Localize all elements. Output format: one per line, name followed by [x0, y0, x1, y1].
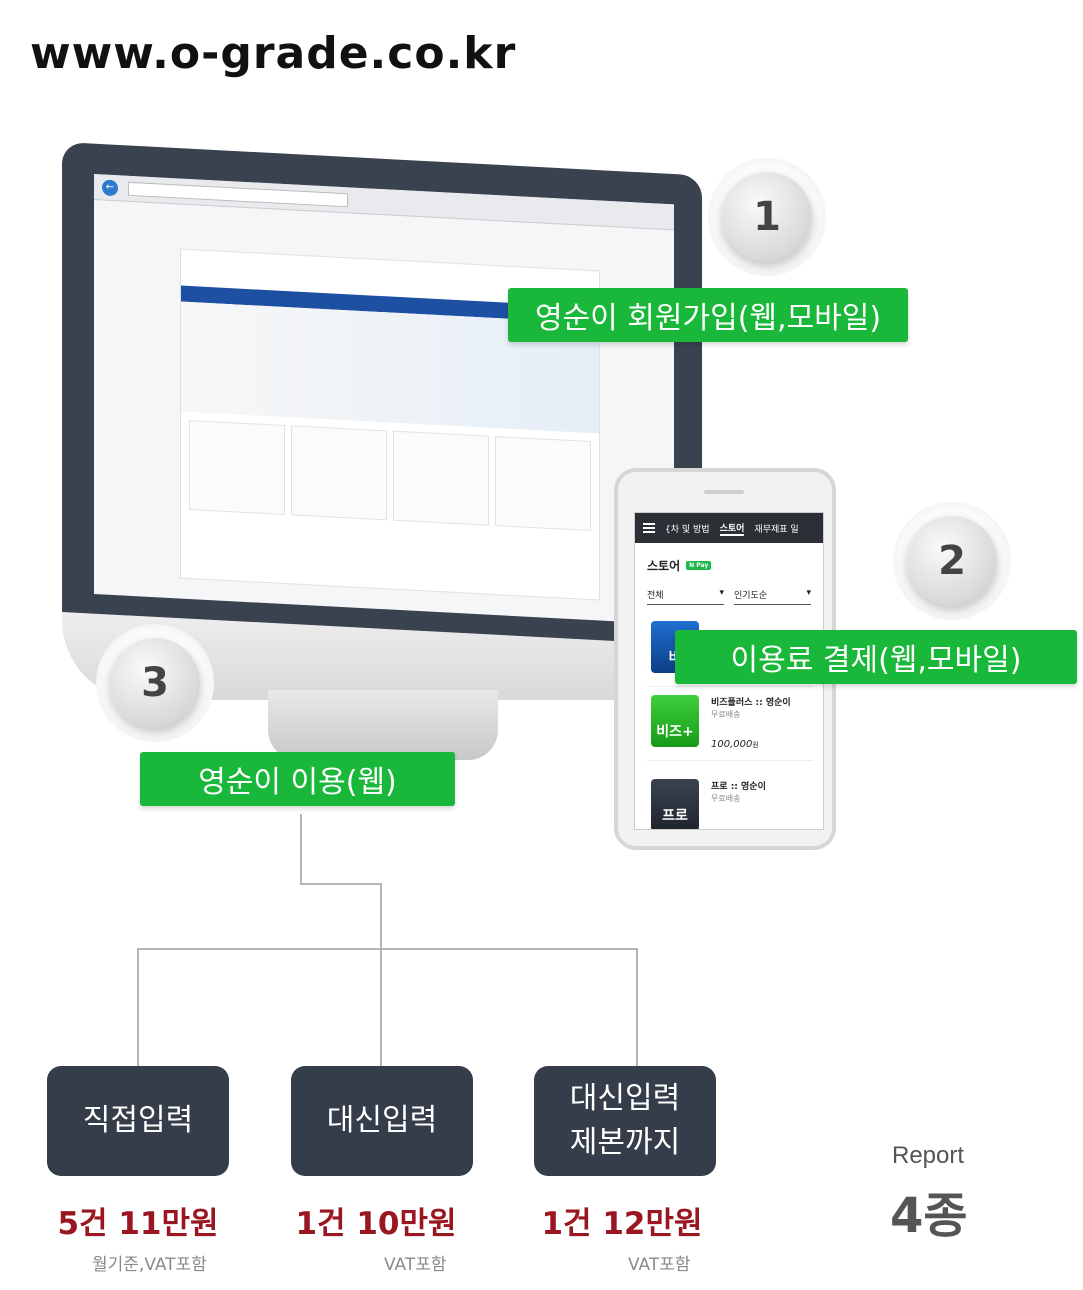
product-price: 100,000원 [711, 739, 759, 750]
option-title: 대신입력 [326, 1103, 438, 1138]
option-note: 월기준,VAT포함 [92, 1255, 207, 1275]
dropdown-arrow-icon: ▾ [719, 588, 724, 598]
step-number: 2 [938, 538, 966, 584]
phone-tab[interactable]: 재무제표 일 [754, 524, 799, 535]
website-card [291, 425, 387, 521]
option-note: VAT포함 [628, 1255, 691, 1275]
product-name: 프로 :: 영순이 [711, 782, 766, 792]
sort-filter-value: 인기도순 [734, 591, 768, 601]
connector-line [137, 948, 139, 1066]
product-item[interactable]: 프로 프로 :: 영순이 무료배송 [647, 771, 813, 829]
back-arrow-icon: ← [102, 178, 118, 196]
product-name: 비즈플러스 :: 영순이 [711, 698, 791, 708]
step-badge-3: 3 [96, 624, 214, 742]
option-price: 5건 11만원 [57, 1206, 219, 1242]
option-title: 대신입력 [569, 1081, 681, 1116]
product-item[interactable]: 비즈+ 비즈플러스 :: 영순이 무료배송 100,000원 [647, 687, 813, 761]
step-badge-1-circle: 1 [722, 172, 812, 262]
product-price-value: 100,000 [711, 739, 753, 750]
store-title: 스토어 N Pay [647, 557, 823, 574]
store-filters: 전체 ▾ 인기도순 ▾ [647, 588, 811, 605]
option-title: 직접입력 [82, 1103, 194, 1138]
option-proxy-input-binding: 대신입력 제본까지 [534, 1066, 716, 1176]
step-badge-2: 2 [893, 502, 1011, 620]
store-title-text: 스토어 [647, 559, 681, 573]
website-card [393, 430, 489, 526]
monitor-screen: ← [94, 174, 674, 625]
website-card [189, 419, 285, 516]
website-card [495, 436, 591, 532]
dropdown-arrow-icon: ▾ [806, 588, 811, 598]
connector-line [300, 814, 302, 884]
step-number: 3 [141, 660, 169, 706]
step-label-usage: 영순이 이용(웹) [140, 752, 455, 806]
option-price: 1건 12만원 [541, 1206, 703, 1242]
phone-top-bar: {차 및 방법 스토어 재무제표 일 [635, 513, 823, 543]
product-shipping: 무료배송 [711, 710, 741, 719]
report-label: Report [892, 1142, 965, 1169]
npay-badge: N Pay [686, 561, 712, 570]
sort-filter[interactable]: 인기도순 ▾ [734, 588, 811, 605]
option-note: VAT포함 [384, 1255, 447, 1275]
website-card-grid [181, 412, 599, 540]
monitor-stand [268, 690, 498, 760]
product-shipping: 무료배송 [711, 794, 741, 803]
product-thumbnail: 프로 [651, 779, 699, 829]
step-badge-1: 1 [708, 158, 826, 276]
hamburger-menu-icon[interactable] [643, 523, 655, 533]
site-url: www.o-grade.co.kr [30, 28, 517, 79]
step-number: 1 [753, 194, 781, 240]
connector-line [636, 948, 638, 1066]
phone-tab-store[interactable]: 스토어 [719, 521, 745, 536]
category-filter[interactable]: 전체 ▾ [647, 588, 724, 605]
option-direct-input: 직접입력 [47, 1066, 229, 1176]
step-badge-2-circle: 2 [907, 516, 997, 606]
category-filter-value: 전체 [647, 591, 664, 601]
option-title-line2: 제본까지 [569, 1125, 681, 1160]
connector-line [137, 948, 637, 950]
step-label-payment: 이용료 결제(웹,모바일) [675, 630, 1077, 684]
step-badge-3-circle: 3 [110, 638, 200, 728]
option-price: 1건 10만원 [295, 1206, 457, 1242]
connector-line [300, 883, 382, 885]
product-thumbnail: 비즈+ [651, 695, 699, 747]
phone-speaker [704, 490, 744, 494]
product-price-unit: 원 [752, 741, 759, 749]
browser-address-bar [128, 181, 348, 207]
phone-tab[interactable]: {차 및 방법 [665, 524, 710, 535]
step-label-signup: 영순이 회원가입(웹,모바일) [508, 288, 908, 342]
option-proxy-input: 대신입력 [291, 1066, 473, 1176]
monitor-illustration: ← [62, 142, 702, 646]
report-count: 4종 [890, 1188, 968, 1244]
connector-line [380, 883, 382, 1066]
